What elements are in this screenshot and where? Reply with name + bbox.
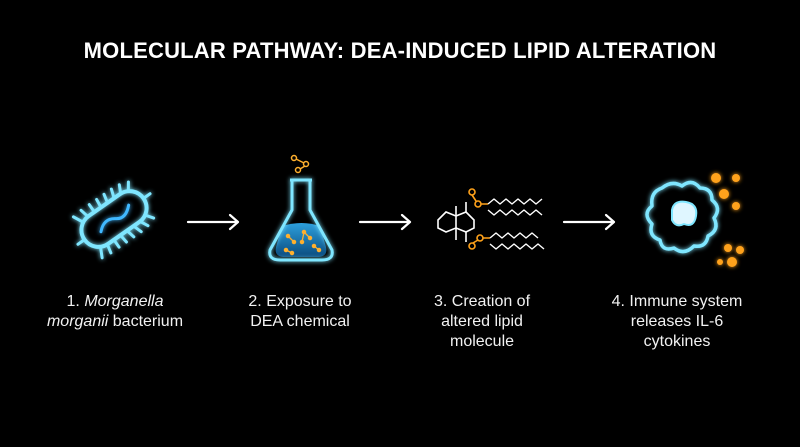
immune-cell-icon <box>645 173 744 267</box>
step-1-label: 1. Morganella morganii bacterium <box>30 292 200 332</box>
step-2-label: 2. Exposure to DEA chemical <box>248 293 352 330</box>
step-1-line-2: morganii bacterium <box>46 313 184 330</box>
arrow-2-icon <box>358 213 412 231</box>
flask-icon <box>268 154 334 262</box>
step-4-label: 4. Immune system releases IL-6 cytokines <box>611 293 743 350</box>
lipid-molecule-icon <box>437 188 545 250</box>
page-title: MOLECULAR PATHWAY: DEA-INDUCED LIPID ALT… <box>83 38 717 63</box>
bacterium-icon <box>71 180 156 260</box>
arrow-1-icon <box>186 213 240 231</box>
arrow-3-icon <box>562 213 616 231</box>
step-1-line-1: 1. Morganella <box>66 293 164 310</box>
step-3-label: 3. Creation of altered lipid molecule <box>433 293 531 350</box>
